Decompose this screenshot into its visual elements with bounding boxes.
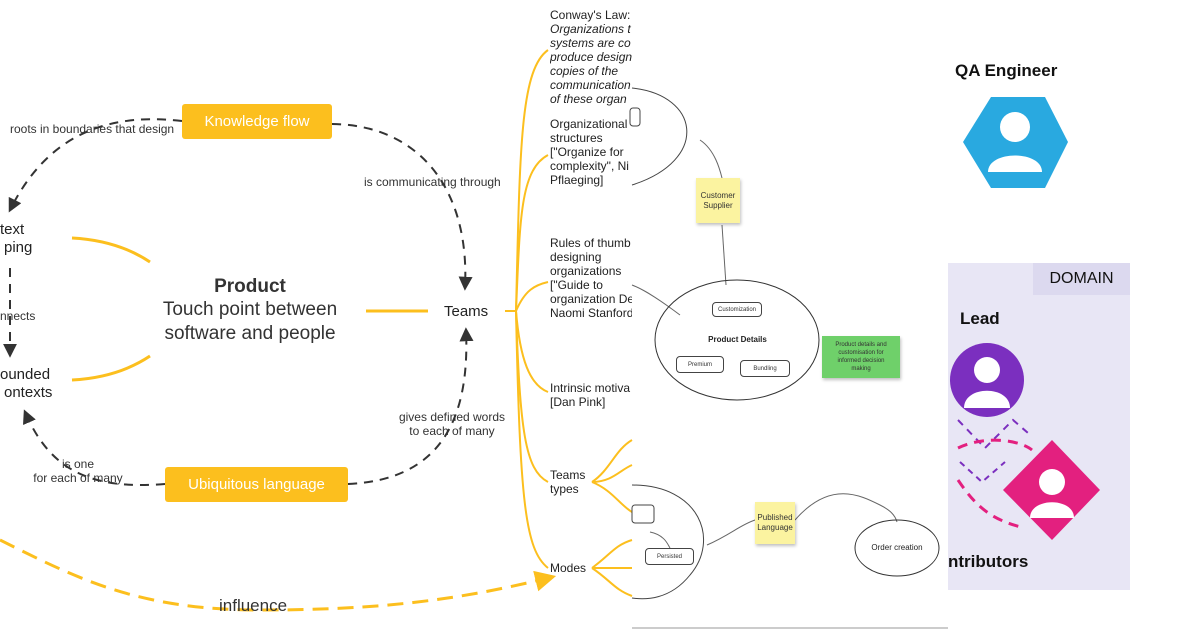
rules-line: ["Guide to [550, 278, 603, 292]
domain-header [1033, 263, 1130, 295]
context-mapping-line-2: ping [4, 239, 33, 256]
communicating-label: is communicating through [364, 175, 501, 189]
whiteboard-shapes [629, 87, 948, 629]
org-line: complexity", Ni [550, 159, 629, 173]
org-line: Organizational [550, 117, 628, 131]
persisted-box: Persisted [645, 548, 694, 565]
is-one-line-1: is one [61, 457, 95, 471]
conway-law-item: Conway's Law: Organizations t systems ar… [550, 8, 632, 106]
bundling-box: Bundling [740, 360, 790, 377]
influence-label: influence [219, 596, 288, 615]
arc-top [71, 236, 151, 264]
is-one-label: is one for each of many [32, 457, 124, 485]
connector-roots [8, 118, 183, 213]
knowledge-flow-label: Knowledge flow [204, 113, 310, 130]
intrinsic-line: [Dan Pink] [550, 395, 606, 409]
product-details-title: Product Details [708, 335, 767, 344]
green-note-line: customisation for [838, 350, 884, 356]
customer-supplier-line-2: Supplier [703, 200, 733, 210]
product-sub-1: Touch point between [162, 299, 338, 320]
knowledge-flow-box: Knowledge flow [182, 104, 332, 139]
rules-line: organizations [550, 264, 622, 278]
conway-line: communication [550, 78, 631, 92]
premium-box: Premium [676, 356, 724, 373]
order-creation-label: Order creation [871, 543, 923, 552]
rules-line: Naomi Stanford [550, 306, 632, 320]
dashed-shape-pink [956, 438, 1033, 530]
green-note-line: Product details and [835, 342, 887, 348]
teams-types-line: Teams [550, 468, 586, 482]
ubiquitous-language-box: Ubiquitous language [165, 467, 348, 502]
intrinsic-line: Intrinsic motiva [550, 381, 631, 395]
connector-communicating [331, 123, 473, 291]
conway-line: copies of the [550, 64, 619, 78]
customer-supplier-note: Customer Supplier [696, 178, 740, 223]
gives-line-1: gives defined words [398, 410, 506, 424]
bounded-line-2: ontexts [4, 384, 53, 401]
lead-title: Lead [960, 309, 1000, 328]
bounded-line-1: ounded [0, 366, 51, 383]
context-mapping-line-1: text [0, 221, 25, 238]
conway-title: Conway's Law: [550, 8, 631, 22]
green-note-line: making [851, 366, 871, 372]
rules-of-thumb-item: Rules of thumb designing organizations [… [550, 236, 632, 320]
product-sub-2: software and people [164, 323, 336, 344]
qa-engineer-hexagon [963, 97, 1068, 188]
org-line: structures [550, 131, 603, 145]
connector-is-one [23, 409, 166, 486]
conway-line: produce design [550, 50, 632, 64]
is-one-line-2: for each of many [33, 471, 123, 485]
intrinsic-motivation-item: Intrinsic motiva [Dan Pink] [550, 381, 632, 409]
gives-label: gives defined words to each of many [384, 410, 520, 438]
teams-types-line: types [550, 482, 579, 496]
published-language-note: Published Language [755, 502, 795, 544]
connects-label: nnects [0, 309, 36, 323]
customer-supplier-line-1: Customer [700, 190, 736, 200]
org-line: ["Organize for [550, 145, 624, 159]
bounded-contexts-node: ounded ontexts [0, 366, 52, 402]
mindmap-branches [505, 49, 633, 597]
person-icons [964, 112, 1074, 518]
product-details-note: Product details and customisation for in… [822, 336, 900, 378]
rules-line: Rules of thumb [550, 236, 631, 250]
product-title: Product [214, 276, 286, 297]
roots-label: roots in boundaries that design [10, 122, 175, 136]
domain-panel [948, 263, 1130, 590]
arc-bottom [71, 354, 151, 382]
rules-line: designing [550, 250, 602, 264]
ubiquitous-language-label: Ubiquitous language [188, 476, 325, 493]
context-mapping-node: text ping [0, 221, 32, 257]
published-line-1: Published [757, 513, 793, 522]
modes-item: Modes [550, 561, 587, 575]
domain-label: DOMAIN [1049, 270, 1114, 287]
org-line: Pflaeging] [550, 173, 604, 187]
qa-engineer-title: QA Engineer [955, 61, 1058, 80]
teams-types-item: Teams types [550, 468, 600, 496]
rules-line: organization De [550, 292, 632, 306]
connector-gives [347, 327, 474, 485]
dashed-shape-purple [957, 418, 1029, 450]
product-node: Product Touch point between software and… [150, 276, 350, 346]
conway-line: Organizations t [550, 22, 631, 36]
contributors-title: ntributors [948, 552, 1029, 571]
org-structures-item: Organizational structures ["Organize for… [550, 117, 632, 187]
conway-line: of these organ [550, 92, 627, 106]
published-line-2: Language [757, 523, 793, 532]
customization-box: Customization [712, 302, 762, 317]
teams-node: Teams [444, 303, 489, 320]
gives-line-2: to each of many [409, 424, 495, 438]
green-note-line: informed decision [837, 358, 885, 364]
conway-line: systems are co [550, 36, 631, 50]
connector-influence [0, 538, 557, 612]
